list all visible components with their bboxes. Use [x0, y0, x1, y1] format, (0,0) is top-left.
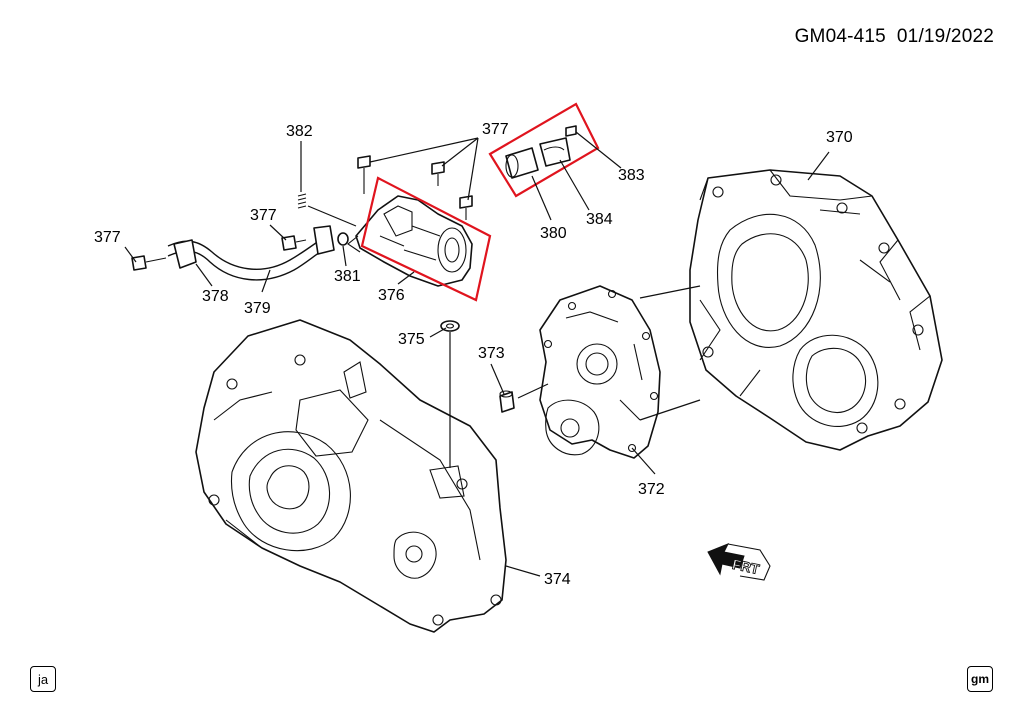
callout-373: 373 — [478, 345, 505, 362]
bolt-377-a — [357, 155, 371, 194]
callout-384: 384 — [586, 211, 613, 228]
part-370-case — [689, 169, 943, 451]
callout-380: 380 — [540, 225, 567, 242]
part-374-housing — [195, 319, 507, 633]
callout-370: 370 — [826, 129, 853, 146]
part-382-spring — [297, 193, 307, 209]
callout-377-middle: 377 — [250, 207, 277, 224]
diagram-date: 01/19/2022 — [896, 26, 994, 47]
callout-377-left: 377 — [94, 229, 121, 246]
highlight-box-376 — [360, 176, 492, 302]
callout-375: 375 — [398, 331, 425, 348]
part-380-solenoid — [505, 147, 539, 179]
callout-379: 379 — [244, 300, 271, 317]
bolt-377-d — [131, 255, 167, 271]
callout-372: 372 — [638, 481, 665, 498]
bolt-377-e — [281, 235, 307, 251]
language-badge: ja — [30, 666, 56, 692]
front-direction-arrow-icon — [707, 543, 771, 581]
part-384-clip — [539, 137, 571, 167]
bolt-383 — [565, 125, 577, 137]
highlight-box-380-384 — [488, 102, 600, 198]
callout-374: 374 — [544, 571, 571, 588]
front-direction-label: FRT — [731, 556, 761, 577]
callout-leaders — [124, 131, 830, 577]
callout-382: 382 — [286, 123, 313, 140]
bolt-377-b — [431, 161, 445, 186]
callout-376: 376 — [378, 287, 405, 304]
bolt-377-c — [459, 195, 473, 220]
diagram-code: GM04-415 — [794, 26, 886, 47]
callout-383: 383 — [618, 167, 645, 184]
callout-378: 378 — [202, 288, 229, 305]
part-373-sleeve — [499, 390, 515, 413]
gm-logo-icon: gm — [967, 666, 993, 692]
part-376-actuator — [347, 195, 473, 287]
callout-377-top: 377 — [482, 121, 509, 138]
alignment-lines — [307, 205, 701, 468]
part-381-seal — [337, 232, 349, 246]
callout-381: 381 — [334, 268, 361, 285]
part-372-pump-cover — [539, 285, 661, 459]
diagram-header: GM04-415 01/19/2022 — [795, 26, 994, 48]
part-379-pipe — [167, 225, 335, 281]
